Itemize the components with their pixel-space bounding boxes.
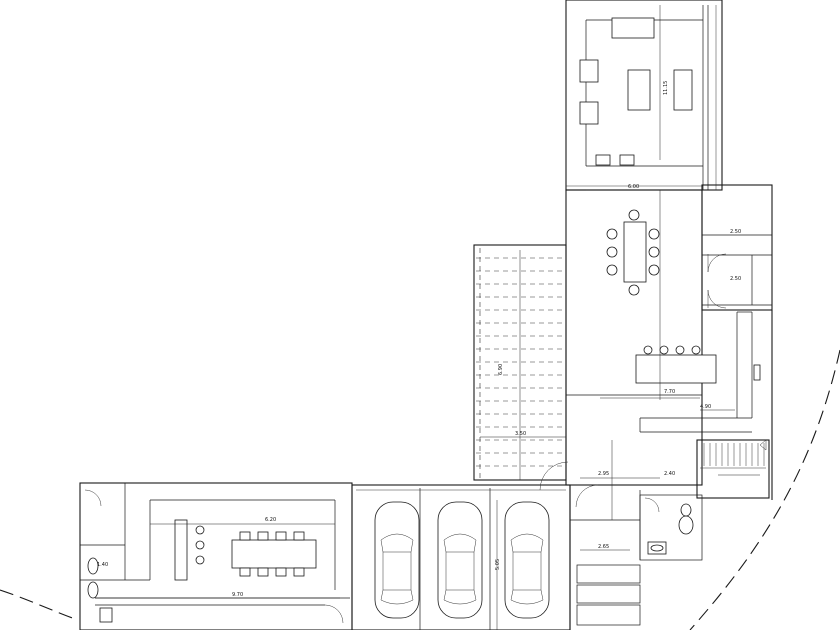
dim-label-6-90: 6.90 xyxy=(498,364,504,375)
car-2-icon xyxy=(437,501,483,619)
dim-label-4-90: 4.90 xyxy=(700,404,711,410)
dimension-lines xyxy=(95,5,760,630)
dim-label-3-50: 3.50 xyxy=(515,431,526,437)
dim-label-6-20: 6.20 xyxy=(265,517,276,523)
entrance-area xyxy=(539,461,703,630)
car-3-icon xyxy=(504,501,550,619)
kitchen-island xyxy=(635,345,717,384)
service-block xyxy=(701,184,773,311)
dim-label-2-50-a: 2.50 xyxy=(730,229,741,235)
dim-label-9-70: 9.70 xyxy=(232,592,243,598)
dining-table xyxy=(606,209,660,296)
dim-label-6-00: 6.00 xyxy=(628,184,639,190)
left-wing-dining xyxy=(195,525,317,577)
dim-label-5-05: 5.05 xyxy=(495,559,501,570)
lounge-furniture xyxy=(579,17,693,166)
site-boundary-arc-left xyxy=(0,589,79,621)
bathroom-fixtures xyxy=(87,503,694,599)
dim-label-11-15: 11.15 xyxy=(663,81,669,95)
dim-label-1-40: 1.40 xyxy=(97,562,108,568)
car-1-icon xyxy=(374,501,420,619)
dim-label-7-70: 7.70 xyxy=(664,389,675,395)
stair xyxy=(696,439,770,499)
dim-label-2-40: 2.40 xyxy=(664,471,675,477)
dim-label-2-95: 2.95 xyxy=(598,471,609,477)
site-boundary-arc-right xyxy=(689,349,840,630)
dim-label-2-65: 2.65 xyxy=(598,544,609,550)
side-corridor xyxy=(639,310,773,500)
dim-label-2-50-b: 2.50 xyxy=(730,276,741,282)
